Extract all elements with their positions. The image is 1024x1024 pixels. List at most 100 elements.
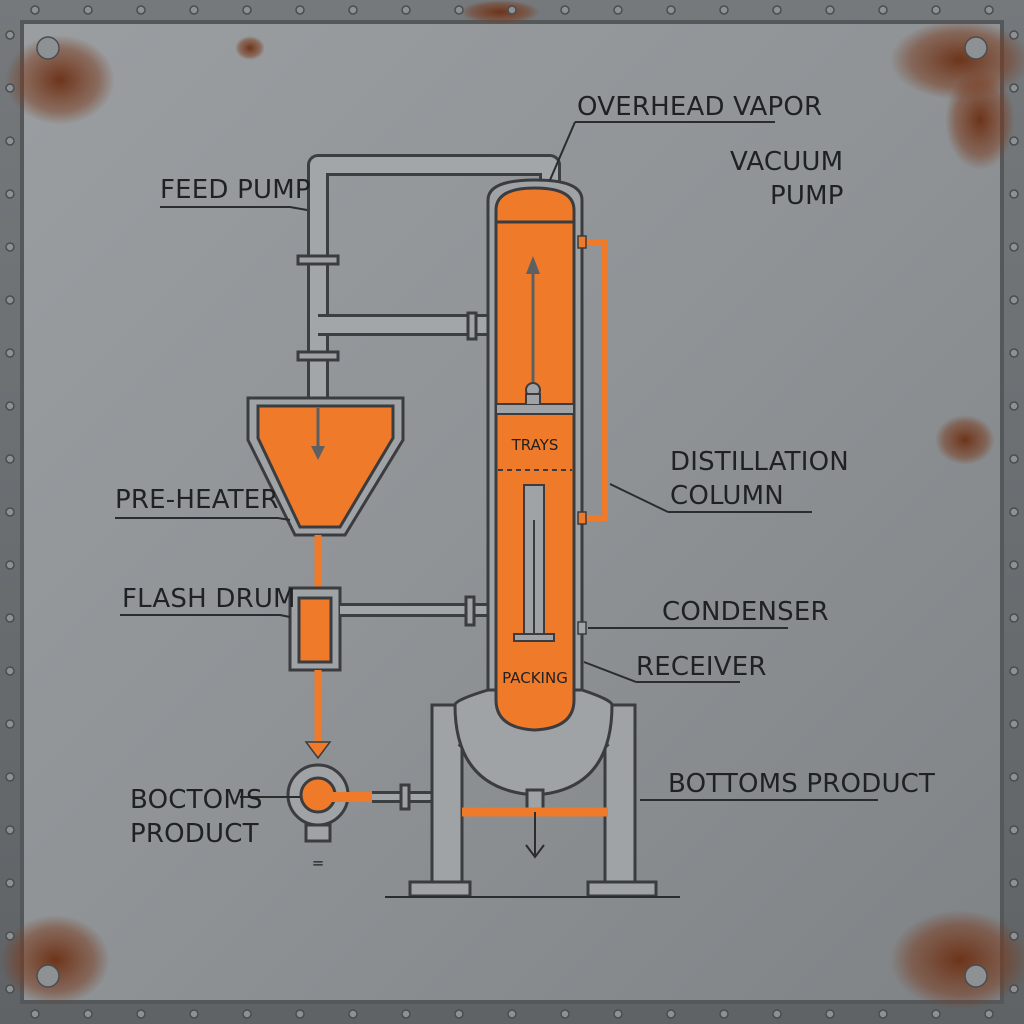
- pre-heater-arrowhead: [311, 446, 325, 460]
- rivet: [931, 1009, 941, 1019]
- rivet: [5, 878, 15, 888]
- column-fill: [494, 186, 576, 732]
- bottoms-product-right-label: BOTTOMS PRODUCT: [668, 769, 935, 799]
- rivet: [36, 36, 60, 60]
- rivet: [984, 5, 994, 15]
- rivet: [560, 1009, 570, 1019]
- condenser-label: CONDENSER: [662, 597, 829, 627]
- rivet: [401, 5, 411, 15]
- condenser-loop: [582, 239, 608, 521]
- rivet: [825, 5, 835, 15]
- rivet: [1009, 30, 1019, 40]
- bottoms-pump-base: [304, 823, 332, 843]
- flange-1: [296, 254, 340, 266]
- rivet: [666, 5, 676, 15]
- rivet: [5, 984, 15, 994]
- rivet: [83, 1009, 93, 1019]
- rivet: [719, 1009, 729, 1019]
- trays-label: TRAYS: [511, 436, 559, 454]
- rivet: [1009, 189, 1019, 199]
- rivet: [242, 5, 252, 15]
- distillation-column-label-line1: DISTILLATION: [670, 447, 849, 477]
- rivet: [454, 1009, 464, 1019]
- rivet: [613, 5, 623, 15]
- rivet: [1009, 984, 1019, 994]
- rivet: [1009, 666, 1019, 676]
- rivet: [1009, 772, 1019, 782]
- rivet: [295, 5, 305, 15]
- rivet: [5, 136, 15, 146]
- packing-base: [513, 633, 555, 642]
- rivet: [984, 1009, 994, 1019]
- vacuum-pump-label-line1: VACUUM: [730, 147, 843, 177]
- overhead-feed-pipe-inner: [310, 157, 558, 400]
- rivet: [30, 1009, 40, 1019]
- pre-heater-label: PRE-HEATER: [115, 485, 279, 515]
- rivet: [560, 5, 570, 15]
- rivet: [348, 5, 358, 15]
- rivet: [401, 1009, 411, 1019]
- packing-label: PACKING: [502, 669, 568, 687]
- rivet: [348, 1009, 358, 1019]
- condenser-side-nozzle: [577, 621, 587, 635]
- vapor-arrowhead: [526, 256, 540, 274]
- rivet: [1009, 931, 1019, 941]
- rivet: [295, 1009, 305, 1019]
- flash-drum-fill: [297, 596, 333, 664]
- condenser-nozzle-bottom: [577, 511, 587, 525]
- flange-3: [466, 311, 478, 341]
- rivet: [1009, 613, 1019, 623]
- bottoms-product-left-label-line2: PRODUCT: [130, 819, 259, 849]
- rivet: [189, 5, 199, 15]
- condenser-nozzle-top: [577, 235, 587, 249]
- rivet: [613, 1009, 623, 1019]
- flange-2: [296, 350, 340, 362]
- rivet: [1009, 825, 1019, 835]
- rivet: [1009, 83, 1019, 93]
- rivet: [1009, 878, 1019, 888]
- leader-lines: [115, 121, 878, 801]
- rivet: [5, 931, 15, 941]
- rivet: [454, 5, 464, 15]
- distillation-column-label-line2: COLUMN: [670, 481, 784, 511]
- rivet: [5, 189, 15, 199]
- rivet: [507, 1009, 517, 1019]
- rivet: [36, 964, 60, 988]
- rivet: [1009, 560, 1019, 570]
- bottoms-drop-arrowhead: [525, 844, 545, 859]
- rivet: [507, 5, 517, 15]
- rivet: [1009, 719, 1019, 729]
- rivet: [5, 560, 15, 570]
- pre-heater-fill: [256, 404, 395, 529]
- rivet: [5, 401, 15, 411]
- bottoms-pump-impeller: [299, 776, 337, 814]
- rivet: [1009, 242, 1019, 252]
- rivet: [5, 348, 15, 358]
- rivet: [5, 295, 15, 305]
- flange-4: [464, 595, 476, 627]
- flange-5: [399, 783, 411, 811]
- rivet: [5, 83, 15, 93]
- rivet: [878, 5, 888, 15]
- flash-outlet-arrowhead: [304, 741, 332, 760]
- rivet: [5, 507, 15, 517]
- rivet: [1009, 136, 1019, 146]
- rivet: [825, 1009, 835, 1019]
- rivet: [5, 613, 15, 623]
- rivet: [189, 1009, 199, 1019]
- rivet: [5, 772, 15, 782]
- rivet: [931, 5, 941, 15]
- column-bottom-head: [453, 688, 614, 797]
- rivet: [1009, 295, 1019, 305]
- rivet: [136, 1009, 146, 1019]
- rivet: [772, 5, 782, 15]
- flash-drum-label: FLASH DRUM: [122, 584, 296, 614]
- rivet: [964, 36, 988, 60]
- rivet: [1009, 454, 1019, 464]
- overhead-vapor-label: OVERHEAD VAPOR: [577, 92, 822, 122]
- rivet: [5, 719, 15, 729]
- rivet: [83, 5, 93, 15]
- feed-pump-label: FEED PUMP: [160, 175, 311, 205]
